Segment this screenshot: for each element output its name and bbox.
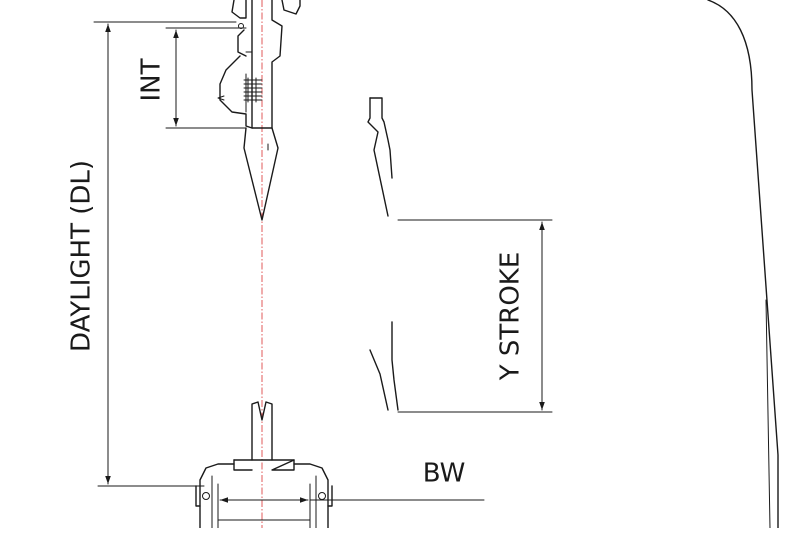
bw-dimension: BW [217, 459, 485, 529]
daylight-label: DAYLIGHT (DL) [67, 160, 97, 352]
clamp-spring [243, 77, 263, 103]
int-dimension: INT [137, 27, 247, 129]
upper-tool-clamp [217, 0, 301, 129]
y-stroke-dimension: Y STROKE [397, 219, 553, 413]
machine-frame-inner-line [765, 299, 771, 529]
int-label: INT [137, 58, 167, 101]
alternate-punch-profile [367, 97, 399, 411]
daylight-dimension: DAYLIGHT (DL) [67, 21, 237, 487]
upper-punch [243, 127, 279, 221]
machine-frame-outline [707, 0, 779, 529]
lower-die [233, 401, 295, 471]
lower-die-holder [195, 463, 333, 529]
bw-label: BW [423, 459, 466, 489]
y-stroke-label: Y STROKE [496, 252, 526, 382]
